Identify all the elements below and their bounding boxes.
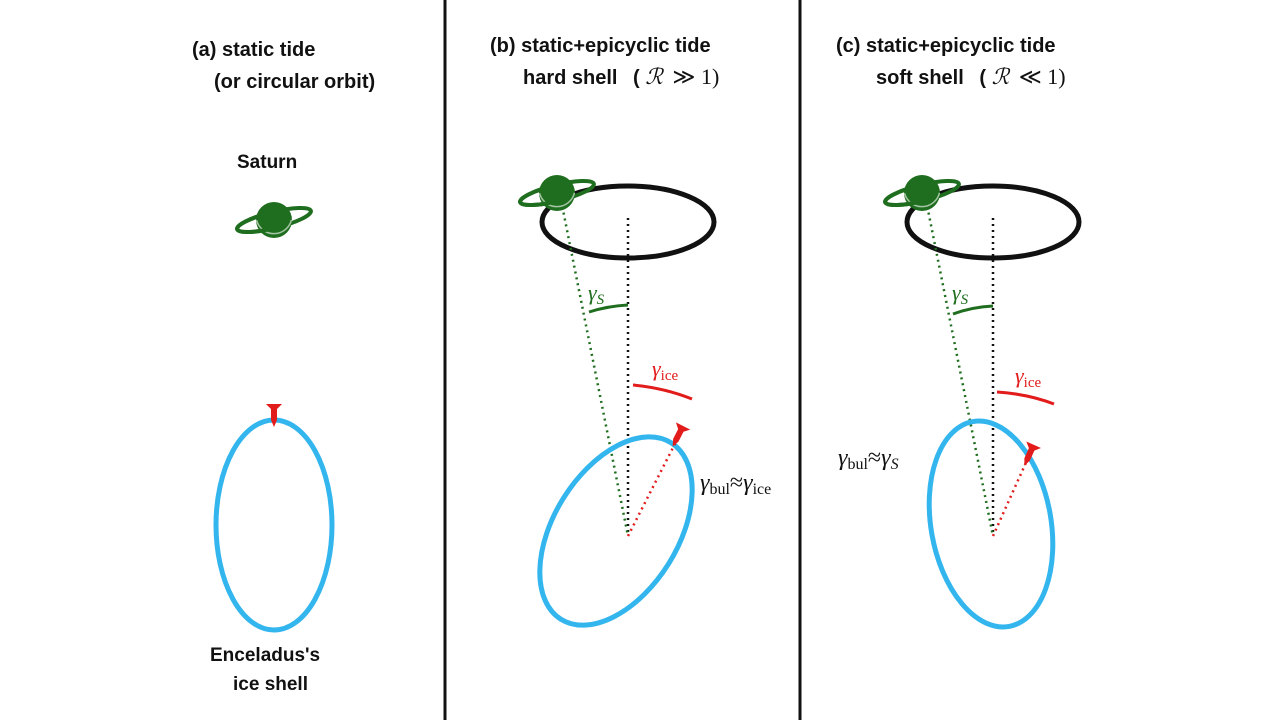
relation-lhs-symbol-b: γ <box>700 470 710 496</box>
gamma-ice-symbol-b: γ <box>652 356 662 381</box>
panel-c-title-symbol: ℛ <box>992 64 1011 89</box>
svg-text:hard shell ( ℛ: hard shell ( ℛ ≫ 1) <box>523 64 719 89</box>
saturn-direction-line-b <box>558 194 630 537</box>
saturn-direction-line-c <box>923 194 995 537</box>
ice-shell-ellipse-b <box>537 434 695 628</box>
gamma-ice-arc-c <box>996 390 1055 406</box>
shell-label-line2: ice shell <box>233 674 308 695</box>
svg-text:γbul≈γice: γbul≈γice <box>700 470 771 498</box>
saturn-icon-c <box>881 173 963 213</box>
relation-rhs-symbol-b: γ <box>743 470 753 496</box>
orbit-ellipse-c <box>904 183 1082 261</box>
panel-b-title-line1: (b) static+epicyclic tide <box>490 35 711 57</box>
relation-lhs-sub-b: bul <box>709 481 730 498</box>
panel-c-title-open: ( <box>979 67 986 89</box>
panel-b-title-symbol: ℛ <box>645 64 664 89</box>
relation-rhs-symbol-c: γ <box>881 445 891 471</box>
svg-text:γS: γS <box>952 280 969 308</box>
gamma-ice-sub-b: ice <box>661 368 679 384</box>
gamma-s-symbol-b: γ <box>588 280 598 305</box>
relation-op-b: ≈ <box>730 470 743 496</box>
svg-text:γice: γice <box>1015 363 1041 391</box>
panel-c-title-line1: (c) static+epicyclic tide <box>836 35 1056 57</box>
panel-b-title-relation: ≫ 1) <box>672 64 719 89</box>
relation-rhs-sub-b: ice <box>753 481 772 498</box>
ice-direction-line-c <box>991 446 1035 537</box>
gamma-ice-sub-c: ice <box>1024 375 1042 391</box>
gamma-ice-arc-b <box>632 383 693 401</box>
gamma-ice-symbol-c: γ <box>1015 363 1025 388</box>
panel-a-title-line2: (or circular orbit) <box>214 71 375 93</box>
gamma-s-sub-c: S <box>961 292 969 308</box>
panel-c: (c) static+epicyclic tide soft shell ( ℛ… <box>836 35 1082 630</box>
svg-text:γice: γice <box>652 356 678 384</box>
panel-c-title-line2-text: soft shell <box>876 67 964 89</box>
shell-label-line1: Enceladus's <box>210 645 320 666</box>
gamma-s-arc-b <box>588 303 629 314</box>
panel-a-title-line1: (a) static tide <box>192 39 315 61</box>
panel-b: (b) static+epicyclic tide hard shell ( ℛ… <box>490 35 771 628</box>
saturn-label: Saturn <box>237 152 297 173</box>
svg-text:γS: γS <box>588 280 605 308</box>
panel-b-title-line2-text: hard shell <box>523 67 617 89</box>
ice-shell-ellipse-c <box>926 418 1056 630</box>
gamma-s-symbol-c: γ <box>952 280 962 305</box>
orbit-ellipse-b <box>539 183 717 261</box>
svg-text:γbul≈γS: γbul≈γS <box>838 445 899 473</box>
ice-shell-ellipse <box>213 417 335 633</box>
ice-direction-line-b <box>626 427 685 537</box>
gamma-s-sub-b: S <box>597 292 605 308</box>
panel-b-title-open: ( <box>633 67 640 89</box>
saturn-icon <box>233 200 315 240</box>
panel-a: (a) static tide (or circular orbit) Satu… <box>192 39 375 695</box>
surface-marker-icon <box>266 404 282 427</box>
gamma-s-arc-c <box>952 304 994 316</box>
panel-c-title-relation: ≪ 1) <box>1019 64 1066 89</box>
relation-lhs-symbol-c: γ <box>838 445 848 471</box>
saturn-icon-b <box>516 173 598 213</box>
relation-lhs-sub-c: bul <box>847 456 868 473</box>
svg-text:soft shell ( ℛ: soft shell ( ℛ ≪ 1) <box>876 64 1066 89</box>
relation-op-c: ≈ <box>868 445 881 471</box>
relation-rhs-sub-c: S <box>891 456 899 473</box>
